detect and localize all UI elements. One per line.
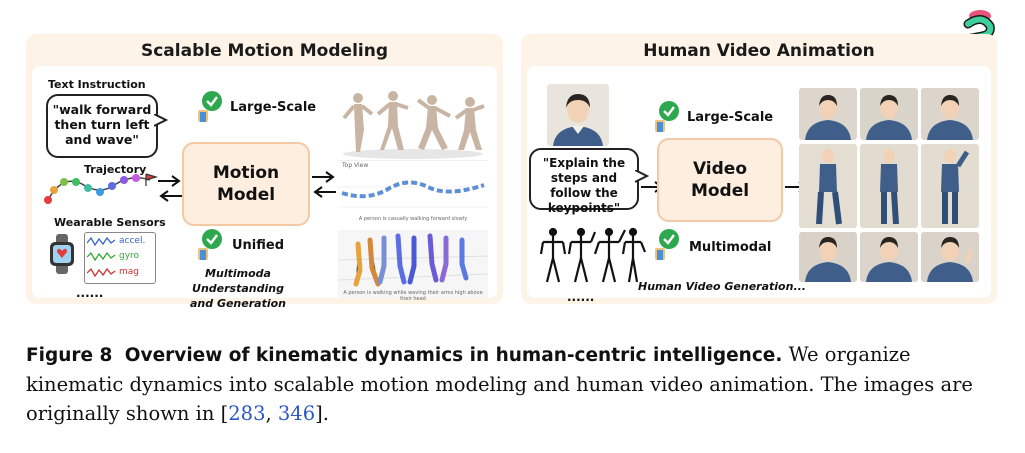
person-frame-icon xyxy=(805,95,851,140)
top-view-caption: A person is casually walking forward slo… xyxy=(358,216,468,222)
person-fullbody-icon xyxy=(816,149,842,225)
smartwatch-icon xyxy=(50,234,74,274)
bubble-tail-icon xyxy=(635,170,649,183)
person-frame-icon xyxy=(927,95,973,140)
top-view-trajectory-icon xyxy=(338,180,488,208)
badge-large-scale-icon xyxy=(655,101,679,132)
person-portrait-icon xyxy=(553,94,603,146)
frame-r3c1 xyxy=(799,232,857,282)
sensor-gyro: gyro xyxy=(119,251,140,261)
badge-multimodal-icon xyxy=(655,229,679,260)
person-frame-icon xyxy=(866,237,912,282)
text-instruction-label: Text Instruction xyxy=(48,78,146,91)
prompt-bubble: "Explain the steps and follow the keypoi… xyxy=(529,148,639,215)
caption-body: We organize kinematic dynamics into scal… xyxy=(26,343,973,425)
ellipsis-left: ...... xyxy=(76,286,104,300)
tag-large-scale: Large-Scale xyxy=(687,110,774,125)
frame-r3c3 xyxy=(921,232,979,282)
panel-title: Scalable Motion Modeling xyxy=(140,41,388,61)
figure-caption: Figure 8 Overview of kinematic dynamics … xyxy=(26,340,1001,428)
wearable-sensors-label: Wearable Sensors xyxy=(54,216,166,229)
motion-model-box: Motion Model xyxy=(182,142,310,226)
bubble-tail-icon xyxy=(154,114,168,127)
tag-multimodal: Multimodal xyxy=(689,240,772,255)
citation-346[interactable]: 346 xyxy=(277,402,316,425)
frame-r3c2 xyxy=(860,232,918,282)
frame-r1c3 xyxy=(921,88,979,140)
bottom-text: Multimoda Understanding and Generation xyxy=(168,266,308,311)
panel-human-video-animation: Human Video Animation "Explain the steps… xyxy=(521,34,997,304)
bottom-text: Human Video Generation... xyxy=(638,280,806,293)
top-view-label: Top View xyxy=(342,162,369,169)
panel-title: Human Video Animation xyxy=(643,41,875,61)
person-fullbody-icon xyxy=(880,149,899,225)
frame-r1c1 xyxy=(799,88,857,140)
video-model-label-2: Model xyxy=(690,181,750,201)
caption-heading: Overview of kinematic dynamics in human-… xyxy=(124,345,783,366)
person-frame-icon xyxy=(927,237,973,282)
bottom-text-line-2: and Generation xyxy=(189,297,286,310)
sensor-waves-icon xyxy=(87,236,116,278)
video-model-box: Video Model xyxy=(657,138,783,222)
tag-large-scale: Large-Scale xyxy=(230,100,317,115)
motion-sequence-icon xyxy=(338,233,488,287)
motion-model-label-2: Model xyxy=(216,185,276,205)
keypoint-skeletons-icon xyxy=(539,227,647,283)
citation-283[interactable]: 283 xyxy=(228,402,266,425)
person-fullbody-icon xyxy=(941,149,970,224)
badge-large-scale-icon xyxy=(198,91,222,122)
motion-figures-image xyxy=(342,91,485,159)
frame-r2c2 xyxy=(860,144,918,228)
bottom-text-line-1: Multimoda Understanding xyxy=(192,267,284,295)
arrows-input-icon xyxy=(158,175,182,202)
video-model-label-1: Video xyxy=(692,159,748,179)
motion-model-label-1: Motion xyxy=(212,163,280,183)
arrows-output-icon xyxy=(312,171,336,198)
caption-end: ]. xyxy=(315,402,329,425)
trajectory-label: Trajectory xyxy=(84,163,147,176)
frame-r2c1 xyxy=(799,144,857,228)
tag-unified: Unified xyxy=(232,238,285,253)
motion-sequence-caption: A person is walking while waving their a… xyxy=(343,290,483,302)
caption-sep: , xyxy=(265,402,278,425)
ellipsis-right: ...... xyxy=(567,290,595,304)
frame-r2c3 xyxy=(921,144,979,228)
caption-label: Figure 8 xyxy=(26,345,113,366)
sensor-accel: accel. xyxy=(119,236,146,246)
person-frame-icon xyxy=(866,95,912,140)
badge-unified-icon xyxy=(198,229,222,260)
frame-r1c2 xyxy=(860,88,918,140)
instruction-bubble: "walk forward then turn left and wave" xyxy=(46,94,158,158)
sensor-mag: mag xyxy=(119,267,139,277)
top-view-plot: Top View A person is casually walking fo… xyxy=(338,160,488,227)
panel-scalable-motion-modeling: Scalable Motion Modeling Text Instructio… xyxy=(26,34,503,310)
motion-sequence-image: A person is walking while waving their a… xyxy=(338,230,488,302)
sensor-chart: accel. gyro mag xyxy=(84,232,156,284)
reference-portrait xyxy=(547,84,609,146)
person-frame-icon xyxy=(805,237,851,282)
trajectory-icon xyxy=(44,173,159,204)
